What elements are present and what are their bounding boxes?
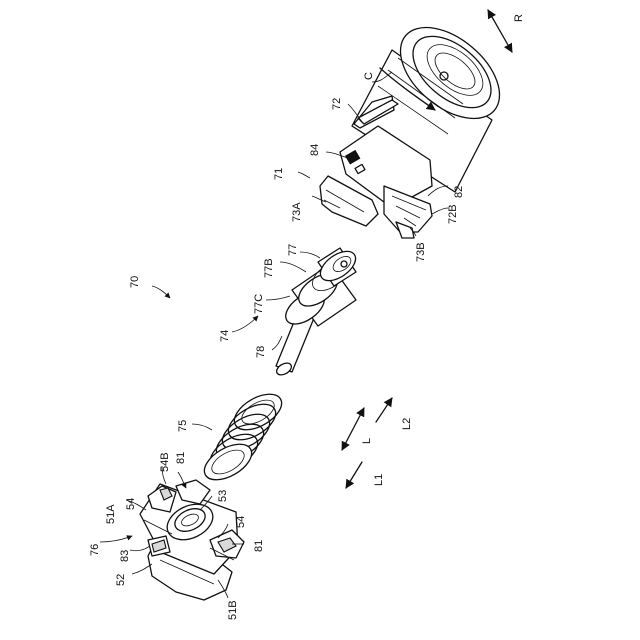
label-L2: L2 — [401, 418, 413, 430]
direction-L2-arrow — [376, 398, 392, 422]
label-74: 74 — [219, 330, 231, 342]
label-82: 82 — [453, 186, 465, 198]
label-52: 52 — [115, 574, 127, 586]
label-54-right: 54 — [235, 516, 247, 528]
label-81-top: 81 — [175, 452, 187, 464]
label-73A: 73A — [291, 202, 303, 222]
label-53: 53 — [217, 490, 229, 502]
label-L: L — [361, 438, 373, 444]
label-75: 75 — [177, 420, 189, 432]
label-R: R — [513, 14, 525, 22]
label-70: 70 — [129, 276, 141, 288]
label-77C: 77C — [253, 294, 265, 314]
label-84: 84 — [309, 144, 321, 156]
label-72B: 72B — [447, 204, 459, 224]
label-81-bottom: 81 — [253, 540, 265, 552]
label-C: C — [363, 72, 375, 80]
plunger-74 — [275, 246, 361, 378]
label-54-left: 54 — [125, 498, 137, 510]
label-73B: 73B — [415, 242, 427, 262]
spring-75 — [198, 387, 287, 487]
label-77B: 77B — [263, 258, 275, 278]
label-77: 77 — [287, 244, 299, 256]
label-L1: L1 — [373, 474, 385, 486]
label-83: 83 — [119, 550, 131, 562]
label-51B: 51B — [227, 600, 239, 620]
label-51A: 51A — [105, 504, 117, 524]
housing-71 — [320, 10, 516, 238]
label-76: 76 — [89, 544, 101, 556]
label-71: 71 — [273, 168, 285, 180]
label-78: 78 — [255, 346, 267, 358]
label-72: 72 — [331, 98, 343, 110]
direction-R-arrow — [488, 10, 512, 52]
label-54B: 54B — [159, 452, 171, 472]
direction-L1-arrow — [346, 462, 362, 488]
